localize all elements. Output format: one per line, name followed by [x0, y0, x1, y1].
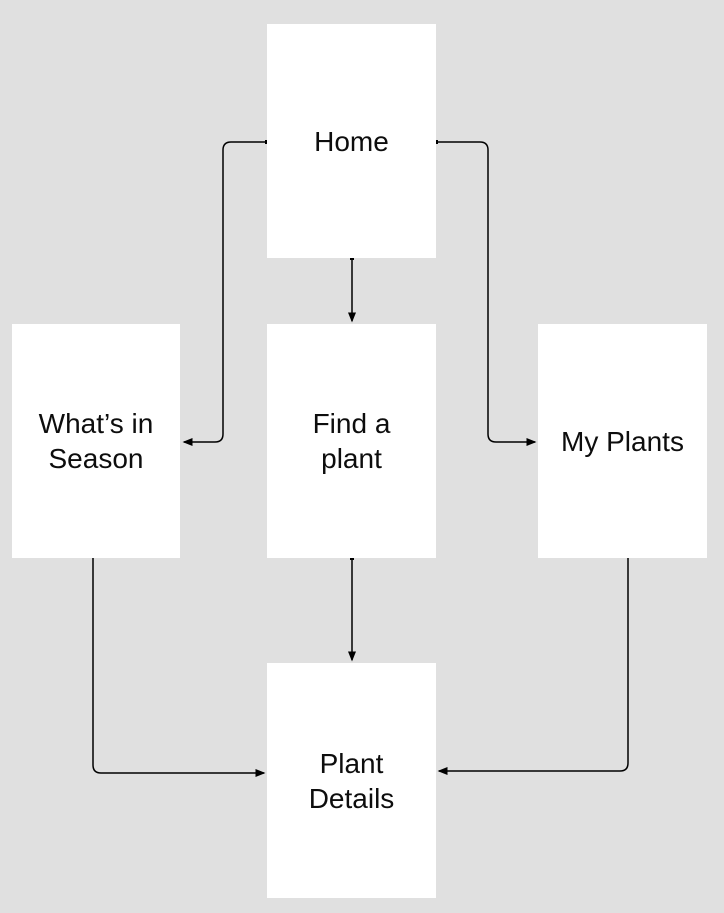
node-label-home: Home [314, 125, 389, 157]
connector-my-plants-to-plant-details[interactable] [437, 558, 629, 775]
connector-home-to-my-plants[interactable] [436, 141, 537, 446]
connector-whats-in-season-to-plant-details[interactable] [92, 558, 266, 777]
connector-start-dot [350, 256, 354, 260]
connector-start-dot [434, 140, 438, 144]
connector-start-dot [350, 556, 354, 560]
node-home[interactable]: Home [267, 24, 436, 258]
node-label-my-plants: My Plants [561, 425, 684, 457]
connector-home-to-whats-in-season[interactable] [182, 141, 267, 446]
node-my-plants[interactable]: My Plants [538, 324, 707, 558]
